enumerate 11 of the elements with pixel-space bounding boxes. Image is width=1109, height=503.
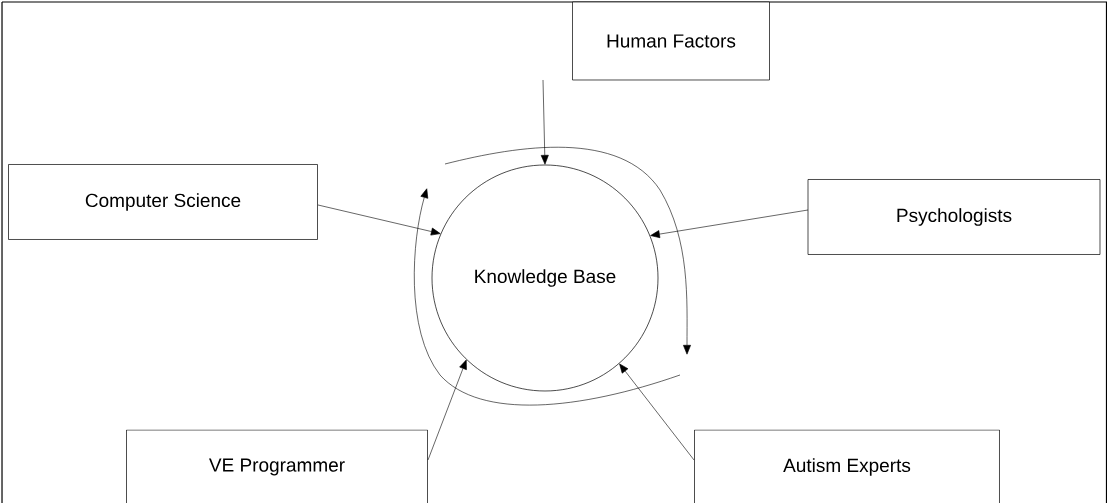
- process-box: Autism Experts: [694, 429, 1000, 503]
- process-box: Computer Science: [8, 164, 318, 240]
- circle-node: Knowledge Base: [431, 164, 659, 392]
- arrow: [650, 209, 809, 238]
- arrow: [427, 359, 467, 461]
- process-box: Human Factors: [572, 1, 770, 81]
- process-box: VE Programmer: [126, 429, 428, 503]
- arrow: [540, 79, 549, 165]
- arrow: [619, 363, 695, 461]
- arrow: [317, 204, 441, 236]
- process-box: Psychologists: [807, 179, 1101, 255]
